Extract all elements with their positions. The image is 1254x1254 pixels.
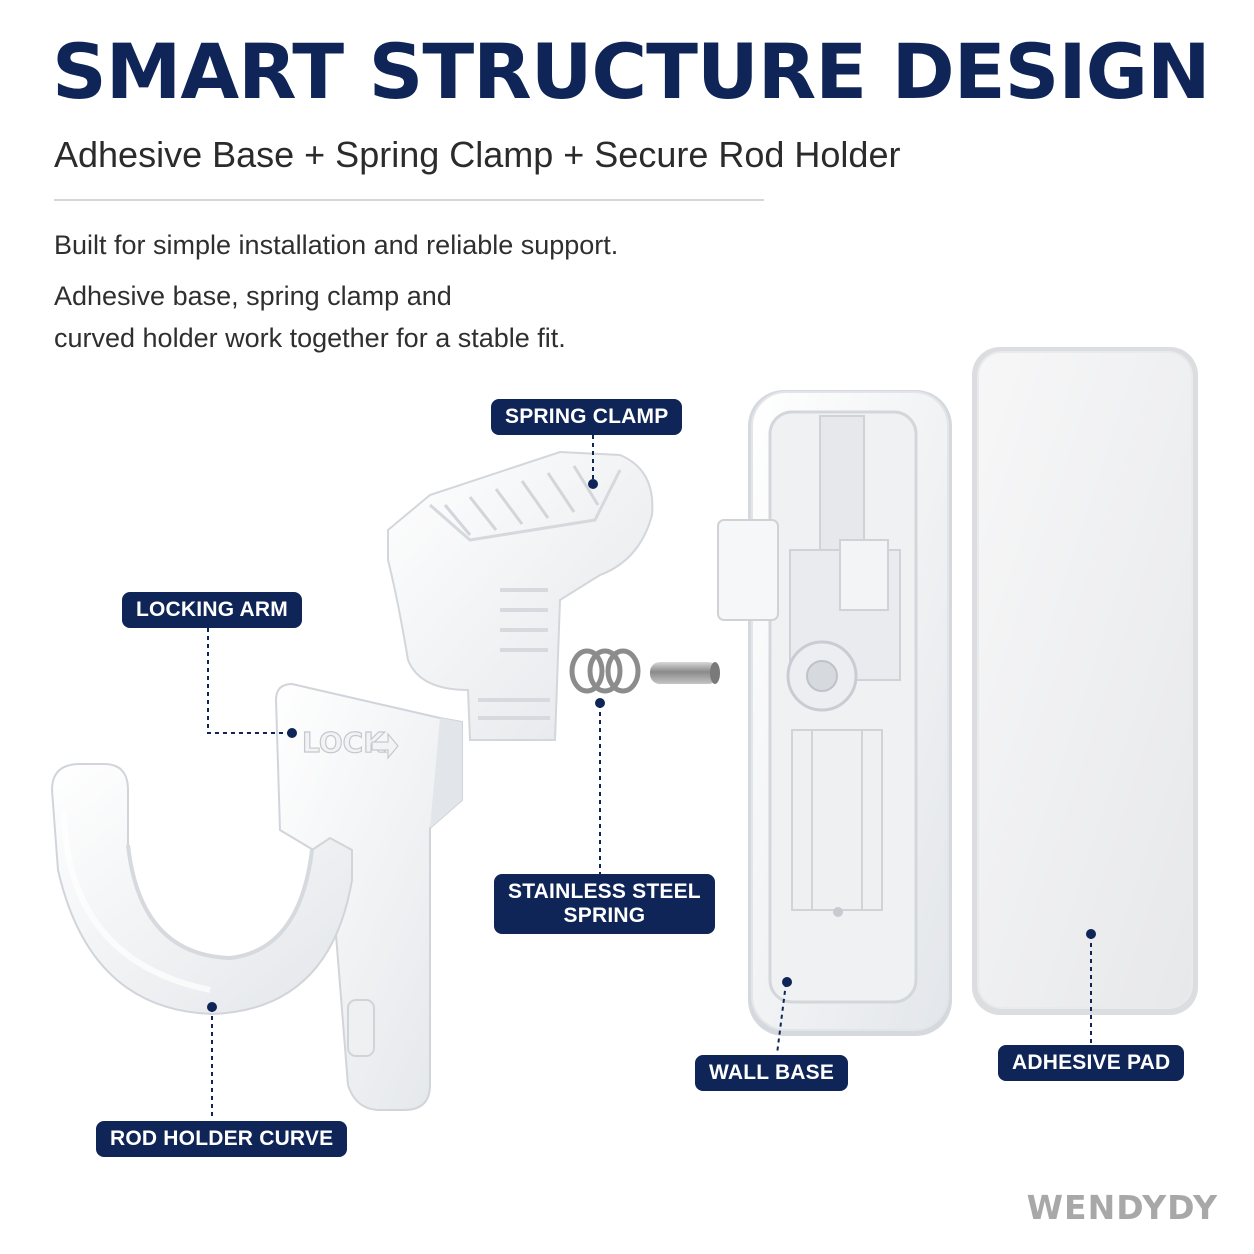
page-subtitle: Adhesive Base + Spring Clamp + Secure Ro… (54, 134, 901, 175)
label-rod-holder-curve: ROD HOLDER CURVE (96, 1121, 348, 1158)
intro-line-2: Adhesive base, spring clamp and (54, 281, 452, 311)
label-adhesive-pad: ADHESIVE PAD (998, 1045, 1185, 1082)
rod-holder-curve-part (50, 763, 353, 1016)
intro-line-3: curved holder work together for a stable… (54, 323, 566, 353)
spring-clamp-part (387, 450, 654, 741)
label-stainless-line-1: STAINLESS STEEL (508, 880, 701, 903)
label-stainless-line-2: SPRING (563, 904, 646, 928)
stainless-steel-spring-part (569, 648, 641, 694)
divider (54, 199, 764, 201)
label-stainless-steel-spring: STAINLESS STEEL SPRING (494, 874, 715, 935)
callout-anchor-dots (207, 479, 1096, 1012)
brand-logo-text: WENDYDY (1026, 1188, 1218, 1227)
page-title: SMART STRUCTURE DESIGN (52, 27, 1211, 116)
label-spring-clamp: SPRING CLAMP (491, 399, 683, 436)
intro-line-1: Built for simple installation and reliab… (54, 230, 619, 260)
wall-base-part (717, 390, 952, 1036)
label-locking-arm: LOCKING ARM (122, 592, 302, 629)
locking-arm-part: LOCK (274, 682, 463, 1111)
adhesive-pad-part (972, 347, 1198, 1015)
label-wall-base: WALL BASE (695, 1055, 849, 1092)
metal-pin-part (650, 662, 720, 684)
callout-leader-lines (207, 435, 1092, 1120)
